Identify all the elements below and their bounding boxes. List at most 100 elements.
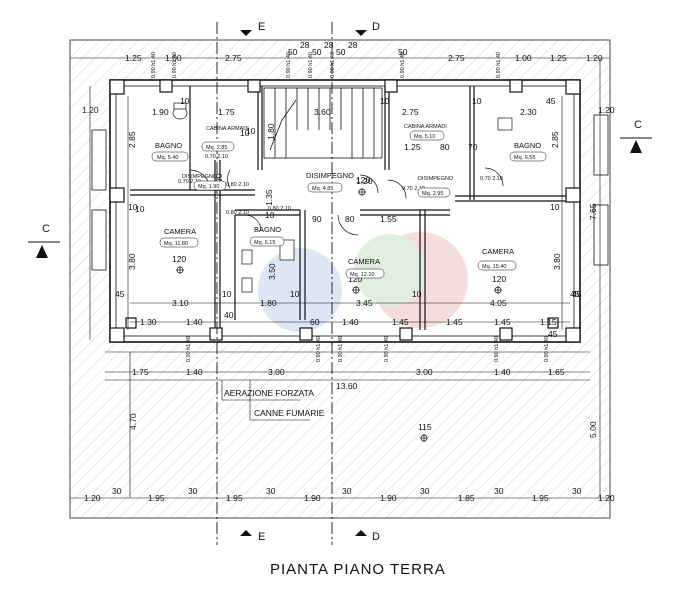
- row3-dim: 1.40: [494, 367, 511, 377]
- row2-dim: 1.40: [186, 317, 203, 327]
- row2-dim: 1.45: [392, 317, 409, 327]
- door-code: 0.80 2.10: [226, 182, 249, 188]
- room-name: CABINA ARMADI: [404, 124, 447, 130]
- row-dim: 3.45: [356, 298, 373, 308]
- mid-dim: 1.20: [356, 176, 373, 186]
- window-code: 0.90 h1.40: [338, 336, 344, 362]
- top-dim: 28: [324, 40, 334, 50]
- note-canne-fumarie: CANNE FUMARIE: [254, 408, 325, 418]
- room-name: CAMERA: [482, 247, 514, 256]
- top-dim: 2.75: [448, 53, 465, 63]
- top-dim: 50: [288, 47, 298, 57]
- row2-dim: 1.45: [446, 317, 463, 327]
- window-code: 0.90 h1.40: [496, 52, 502, 78]
- inner-dim: 45: [546, 96, 556, 106]
- window-code: 0.90 h1.40: [544, 336, 550, 362]
- mid-dim: 80: [345, 214, 355, 224]
- row2-dim: 45: [548, 329, 558, 339]
- section-arrows: [36, 30, 642, 536]
- section-c-left: C: [42, 223, 50, 235]
- room-area: Mq. 5.10: [414, 134, 435, 140]
- right-dim: 2.85: [550, 131, 560, 148]
- window-code: 0.90 h1.40: [151, 52, 157, 78]
- bathroom-fixtures: [172, 102, 513, 293]
- row2-dim: 1.15: [540, 317, 557, 327]
- left-dim: 45: [115, 289, 125, 299]
- right-dim: 45: [570, 289, 580, 299]
- elevation-label: 115: [418, 422, 432, 432]
- row3-dim: 3.00: [416, 367, 433, 377]
- top-dim: 50: [312, 47, 322, 57]
- room-labels: BAGNO Mq. 5.40 CABINA ARMADI Mq. 2.85 DI…: [151, 124, 547, 279]
- bottom-dim: 30: [342, 486, 352, 496]
- window-code: 0.90 h1.40: [400, 52, 406, 78]
- right-dim: 5.00: [588, 421, 598, 438]
- row3-dim: 1.75: [132, 367, 149, 377]
- room-area: Mq. 12.10: [350, 272, 374, 278]
- room-name: CAMERA: [348, 257, 380, 266]
- room-name: DISIMPEGNO: [418, 176, 454, 182]
- top-dim: 50: [336, 47, 346, 57]
- room-area: Mq. 6.15: [254, 240, 275, 246]
- top-dim: 1.00: [165, 53, 182, 63]
- window-code: 0.90 h1.40: [186, 336, 192, 362]
- room-area: Mq. 1.90: [198, 184, 219, 190]
- elevation-label: 120: [172, 254, 186, 264]
- room-area: Mq. 5.40: [157, 155, 178, 161]
- bottom-dim: 30: [420, 486, 430, 496]
- row-dim: 3.10: [172, 298, 189, 308]
- section-e-bottom: E: [258, 531, 265, 543]
- elevation-label: 120: [356, 175, 370, 185]
- bottom-dim: 30: [572, 486, 582, 496]
- bottom-dim: 1.20: [84, 493, 101, 503]
- row2-dim: 60: [310, 317, 320, 327]
- bottom-dim: 1.95: [532, 493, 549, 503]
- section-c-line: [28, 137, 652, 243]
- staircase: [263, 87, 383, 159]
- misc-dim: 10: [240, 128, 250, 138]
- door-code: 0.70 2.10: [402, 186, 425, 192]
- row-dim: 10: [290, 289, 300, 299]
- mid-dim: 1.55: [380, 214, 397, 224]
- row-dim: 10: [412, 289, 422, 299]
- row-dim: 1.80: [260, 298, 277, 308]
- door-code: 0.80 2.10: [268, 206, 291, 212]
- room-name: DISIMPEGNO: [306, 171, 354, 180]
- structural-pillars: [109, 79, 581, 343]
- note-aerazione: AERAZIONE FORZATA: [224, 388, 314, 398]
- section-d-top: D: [372, 21, 380, 33]
- side-balconies: [91, 114, 609, 271]
- right-dim: 1.20: [598, 105, 615, 115]
- room-name: CABINA ARMADI: [206, 126, 249, 132]
- bottom-dim: 30: [188, 486, 198, 496]
- window-code: 0.90 h1.40: [286, 52, 292, 78]
- top-dim: 1.25: [550, 53, 567, 63]
- elevation-markers: [176, 188, 502, 442]
- door-code: 0.70 2.10: [205, 154, 228, 160]
- misc-dim: 10: [265, 210, 275, 220]
- door-code: 0.70 2.10: [178, 179, 201, 185]
- window-codes: 0.90 h1.40 0.90 h1.40 0.90 h1.40 0.90 h1…: [151, 52, 550, 362]
- room-name: BAGNO: [514, 141, 541, 150]
- row3-dim: 1.65: [548, 367, 565, 377]
- window-code: 0.90 h1.40: [172, 52, 178, 78]
- row-dim: 10: [222, 289, 232, 299]
- window-code: 0.90 h1.40: [308, 52, 314, 78]
- room-area: Mq. 6.55: [514, 155, 535, 161]
- window-code: 0.90 h1.40: [330, 52, 336, 78]
- right-dim: 3.80: [552, 253, 562, 270]
- left-dim: 10: [128, 202, 138, 212]
- page-title: PIANTA PIANO TERRA: [270, 561, 446, 578]
- misc-dim: 10: [380, 96, 390, 106]
- row-dim: 45: [572, 289, 582, 299]
- room-area: Mq. 2.95: [422, 191, 443, 197]
- bottom-dim: 1.95: [148, 493, 165, 503]
- row2-dim: 1.40: [342, 317, 359, 327]
- inner-dim: 2.75: [402, 107, 419, 117]
- room-area: Mq. 15.40: [482, 264, 506, 270]
- inner-dim: 1.90: [152, 107, 169, 117]
- section-c-right: C: [634, 119, 642, 131]
- window-code: 0.90 h1.40: [494, 336, 500, 362]
- bottom-dim: 30: [494, 486, 504, 496]
